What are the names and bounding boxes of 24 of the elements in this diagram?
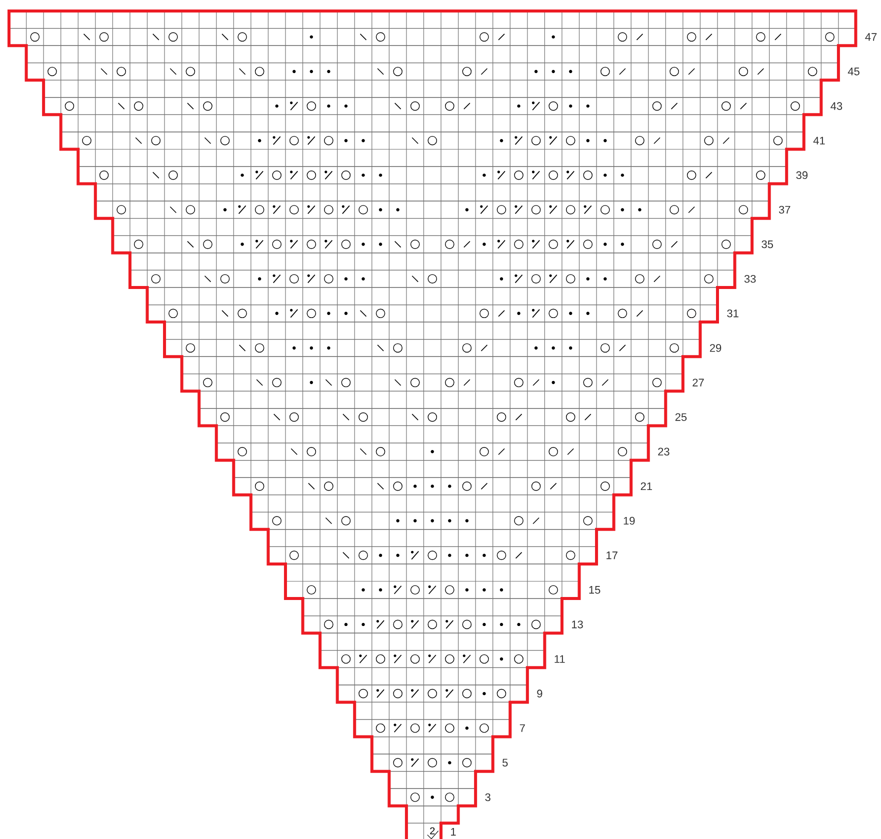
row-number: 47 bbox=[865, 33, 877, 41]
row-number: 35 bbox=[762, 240, 773, 248]
row-number: 31 bbox=[727, 310, 738, 318]
row-number: 37 bbox=[778, 206, 790, 214]
row-number: 21 bbox=[640, 482, 652, 490]
row-number: 15 bbox=[589, 586, 600, 594]
row-number: 29 bbox=[710, 344, 722, 352]
row-number: 13 bbox=[572, 620, 583, 628]
row-number: 45 bbox=[848, 68, 860, 76]
row-number: 41 bbox=[813, 136, 825, 144]
row-number: 7 bbox=[520, 724, 525, 732]
row-number: 17 bbox=[606, 552, 618, 560]
row-number: 39 bbox=[796, 171, 808, 180]
row-number: 1 bbox=[451, 828, 456, 836]
row-number: 27 bbox=[692, 378, 704, 386]
row-number: 9 bbox=[537, 690, 542, 698]
row-number: 5 bbox=[502, 758, 508, 767]
row-number: 3 bbox=[485, 793, 490, 802]
row-number: 11 bbox=[554, 655, 565, 663]
row-number: 43 bbox=[830, 102, 842, 110]
row-number: 19 bbox=[624, 516, 635, 525]
row-number: 33 bbox=[744, 274, 756, 283]
row-number: 25 bbox=[675, 413, 687, 421]
row-number: 23 bbox=[658, 448, 670, 456]
